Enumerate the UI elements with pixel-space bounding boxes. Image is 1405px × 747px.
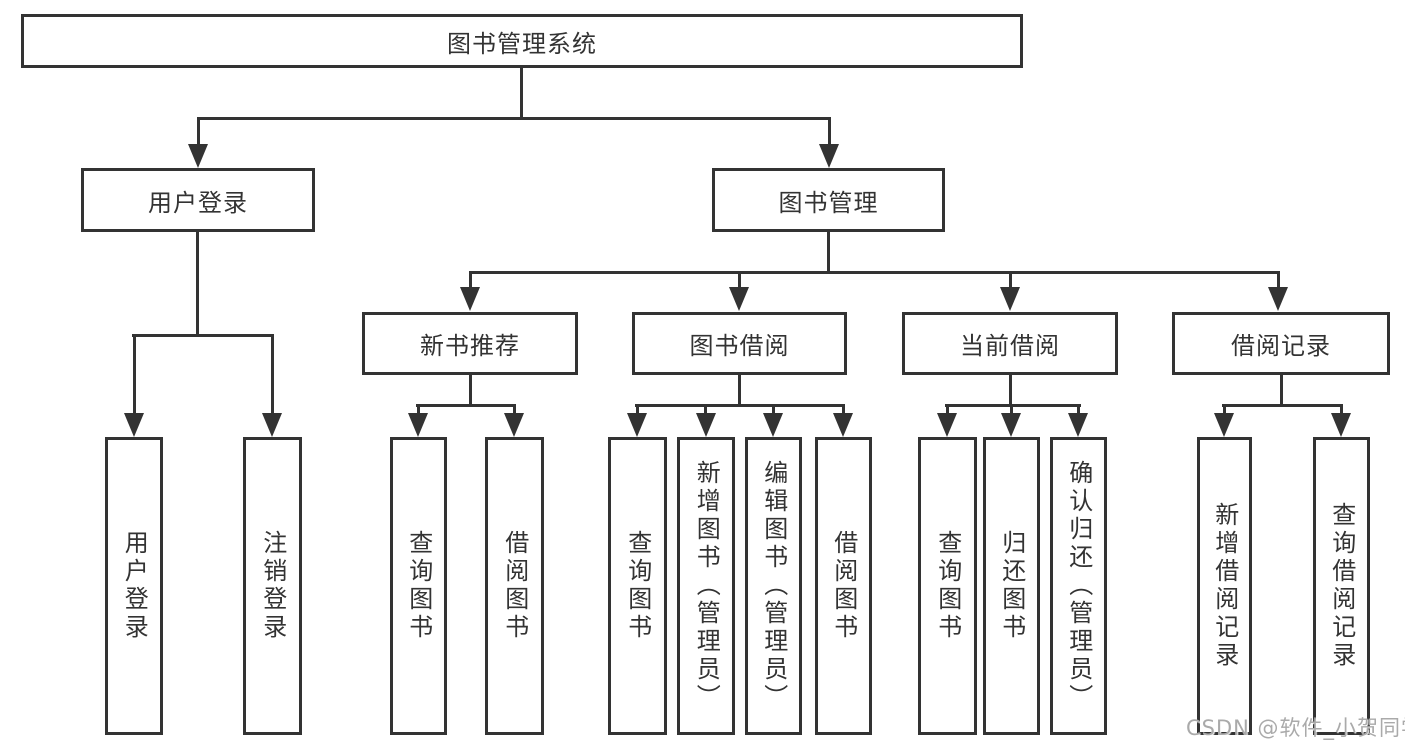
arrow-down-icon [408,413,428,437]
leaf-label: 新增图书（管理员） [692,460,721,712]
connector-line [132,334,274,337]
arrow-down-icon [763,413,783,437]
leaf-label: 用户登录 [120,530,149,642]
connector-line [1009,375,1012,406]
node-label: 图书借阅 [689,332,790,360]
leaf-label: 归还图书 [997,530,1026,642]
node-label: 用户登录 [148,188,248,217]
node-label: 借阅记录 [1231,332,1331,360]
arrow-down-icon [1331,413,1351,437]
csdn-watermark: CSDN @软件_小贺同学 [1186,716,1405,740]
connector-line [945,404,1081,407]
leaf-label: 编辑图书（管理员） [759,460,788,712]
connector-line [827,232,830,274]
node-current-borrow: 当前借阅 [902,312,1118,375]
connector-line [1277,274,1280,290]
connector-line [738,274,741,290]
node-label: 图书管理 [778,188,879,217]
leaf-confirm-return-admin: 确认归还（管理员） [1050,437,1107,735]
arrow-down-icon [124,413,144,437]
connector-line [469,274,472,290]
leaf-label: 借阅图书 [500,530,529,642]
arrow-down-icon [696,413,716,437]
arrow-down-icon [1214,413,1234,437]
leaf-edit-books-admin: 编辑图书（管理员） [745,437,802,735]
arrow-down-icon [1068,413,1088,437]
arrow-down-icon [729,287,749,311]
arrow-down-icon [504,413,524,437]
leaf-query-borrow-record: 查询借阅记录 [1313,437,1370,735]
arrow-down-icon [833,413,853,437]
node-borrow-records: 借阅记录 [1172,312,1390,375]
leaf-query-books-borrow: 查询图书 [608,437,667,735]
leaf-label: 借阅图书 [829,530,858,642]
leaf-borrow-books-recommend: 借阅图书 [485,437,544,735]
connector-line [416,404,516,407]
leaf-label: 查询图书 [933,530,962,642]
leaf-return-books: 归还图书 [983,437,1040,735]
arrow-down-icon [460,287,480,311]
leaf-logout: 注销登录 [243,437,302,735]
connector-line [469,375,472,406]
connector-line [828,120,831,150]
node-book-borrow: 图书借阅 [632,312,847,375]
leaf-add-borrow-record: 新增借阅记录 [1197,437,1252,735]
leaf-add-books-admin: 新增图书（管理员） [677,437,735,735]
connector-line [271,337,274,415]
node-label: 新书推荐 [420,332,520,360]
arrow-down-icon [188,144,208,168]
leaf-label: 确认归还（管理员） [1064,460,1093,712]
leaf-label: 查询借阅记录 [1327,502,1356,670]
node-label: 当前借阅 [960,332,1060,360]
leaf-label: 新增借阅记录 [1210,502,1239,670]
node-book-management: 图书管理 [712,168,945,232]
connector-line [738,375,741,406]
arrow-down-icon [262,413,282,437]
leaf-query-books-recommend: 查询图书 [390,437,447,735]
connector-line [133,337,136,415]
connector-line [635,404,845,407]
node-user-login: 用户登录 [81,168,315,232]
leaf-label: 查询图书 [623,530,652,642]
connector-line [197,117,831,120]
leaf-borrow-books: 借阅图书 [815,437,872,735]
leaf-query-books-current: 查询图书 [918,437,977,735]
node-new-book-recommend: 新书推荐 [362,312,578,375]
connector-line [197,120,200,150]
leaf-user-login: 用户登录 [105,437,163,735]
arrow-down-icon [819,144,839,168]
connector-line [196,232,199,336]
arrow-down-icon [1000,287,1020,311]
node-label: 图书管理系统 [447,29,597,58]
arrow-down-icon [937,413,957,437]
arrow-down-icon [1001,413,1021,437]
connector-line [1222,404,1343,407]
connector-line [469,271,1280,274]
connector-line [1009,274,1012,290]
node-root-library-system: 图书管理系统 [21,14,1023,68]
connector-line [1280,375,1283,406]
leaf-label: 查询图书 [404,530,433,642]
connector-line [520,68,523,120]
leaf-label: 注销登录 [258,530,287,642]
arrow-down-icon [1268,287,1288,311]
arrow-down-icon [627,413,647,437]
